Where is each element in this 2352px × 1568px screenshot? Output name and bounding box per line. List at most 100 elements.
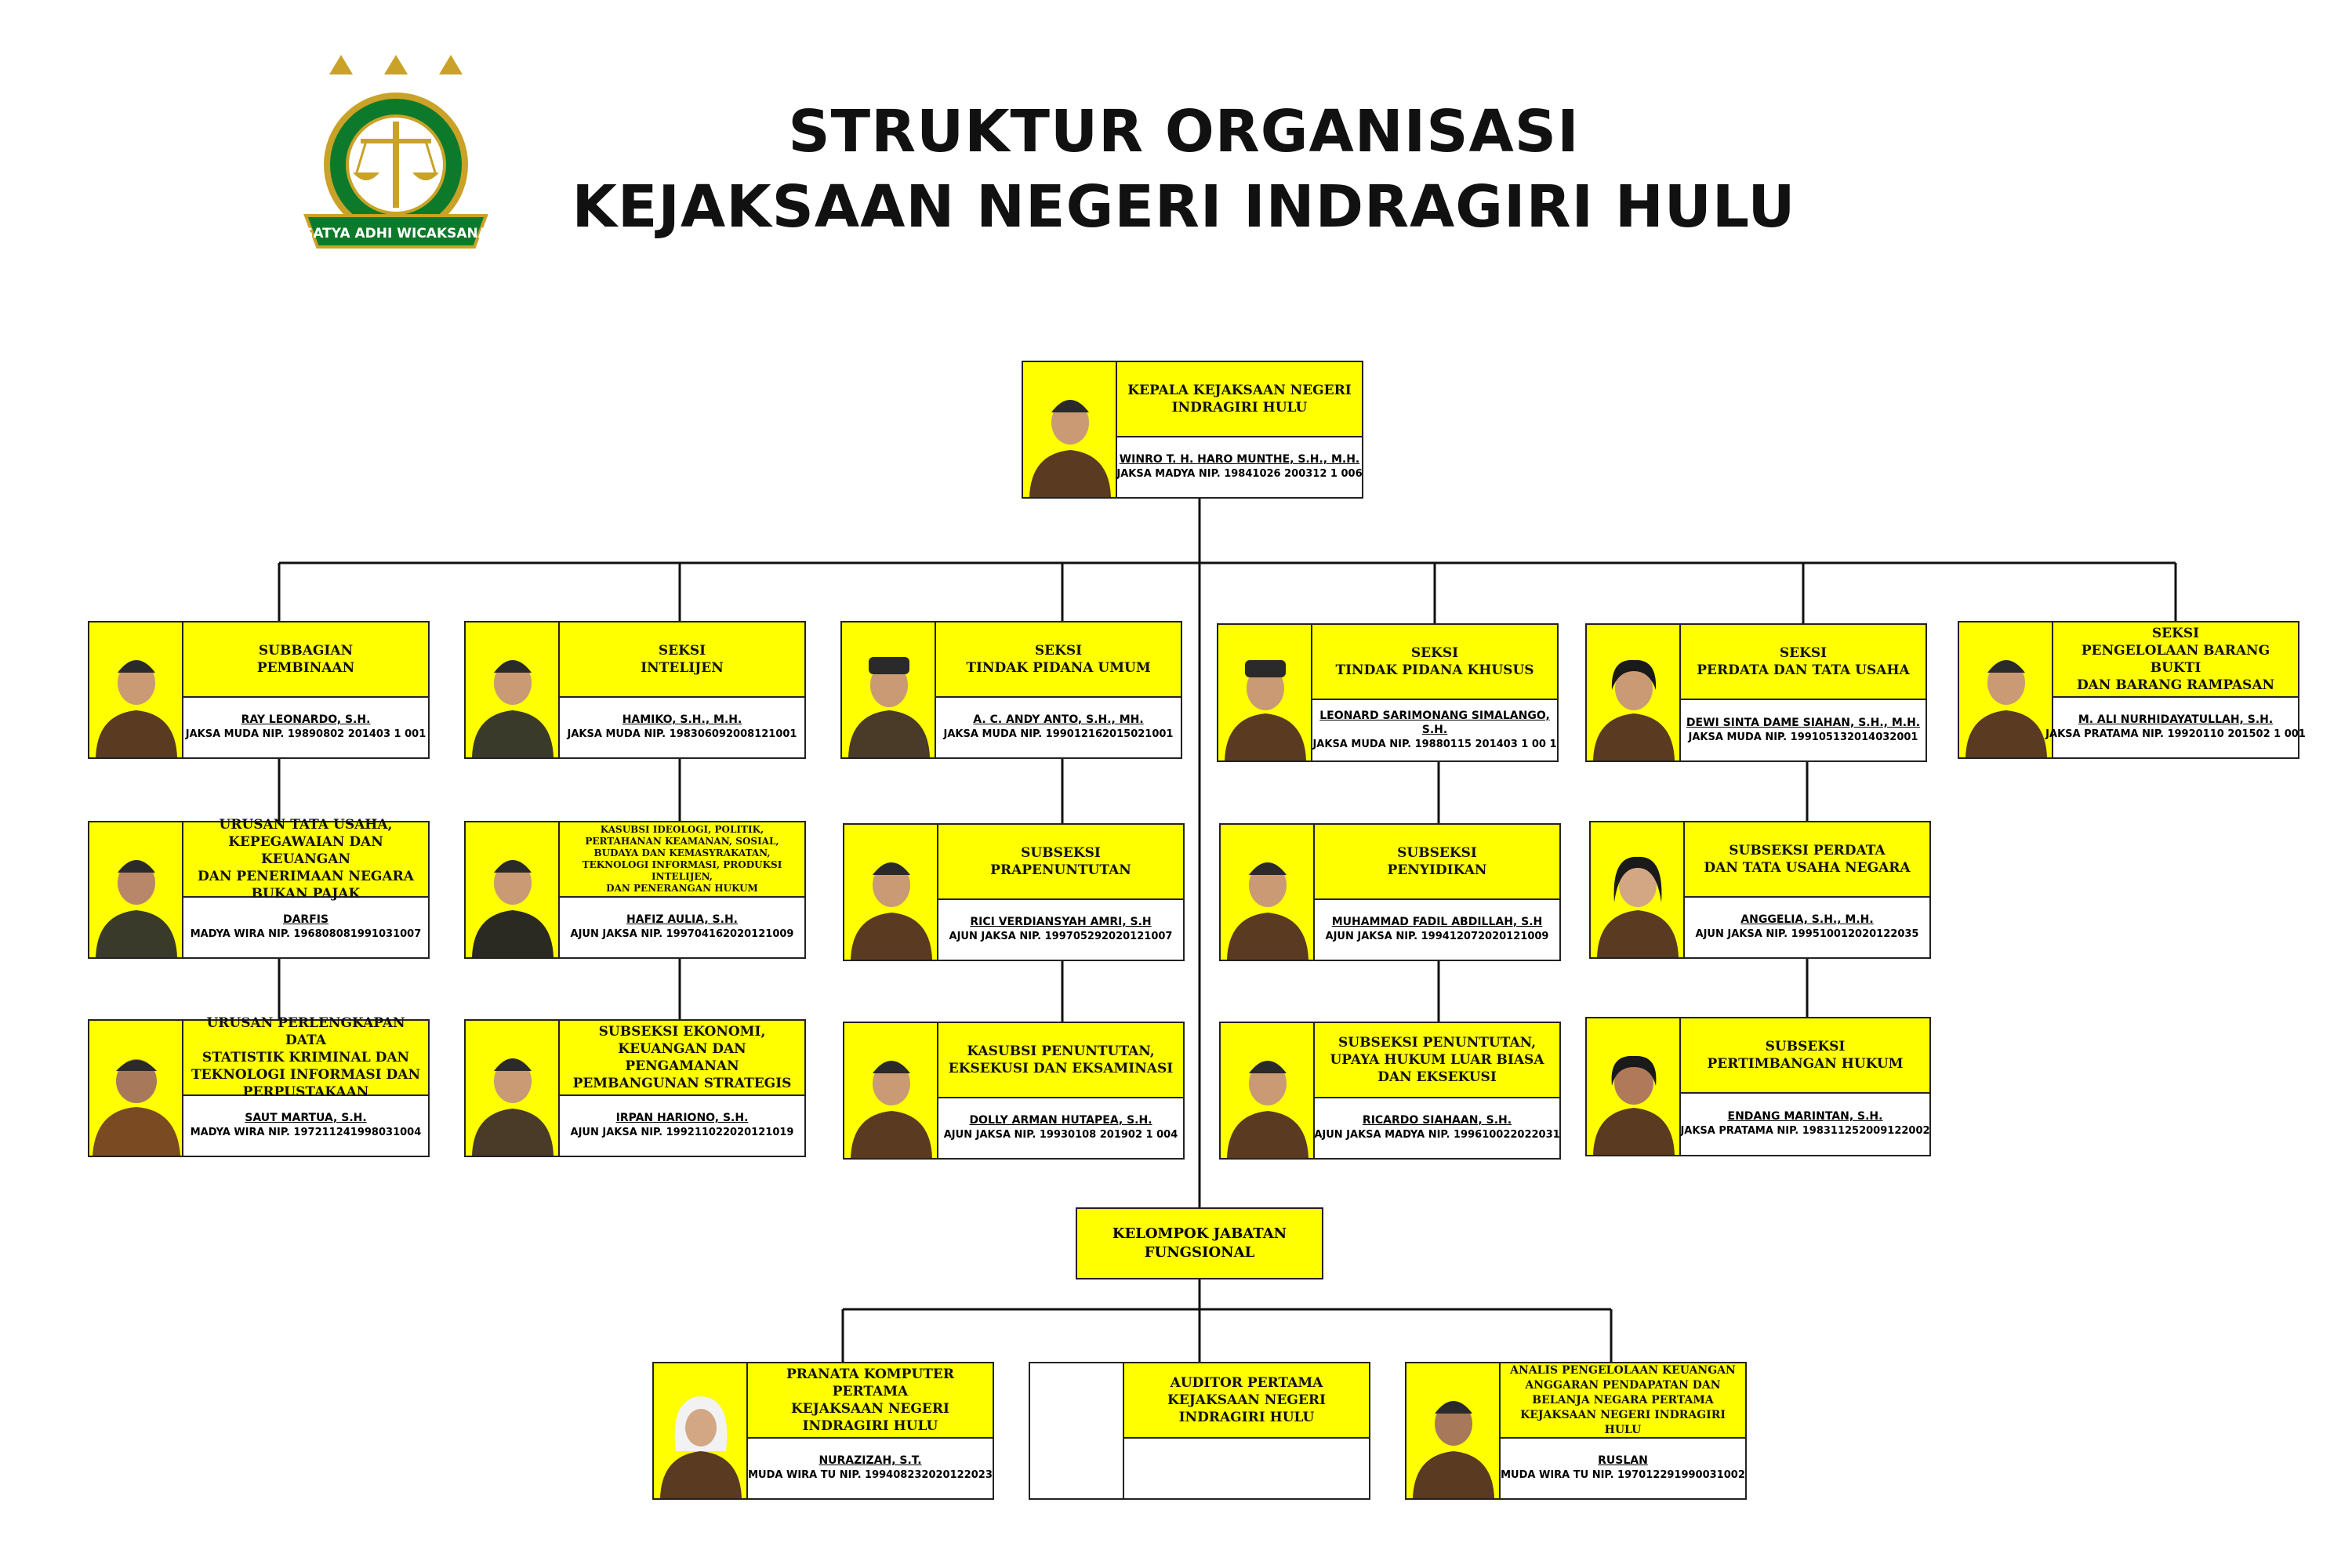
person-name: NURAZIZAH, S.T.	[818, 1454, 922, 1467]
person-name: A. C. ANDY ANTO, S.H., MH.	[973, 713, 1144, 726]
portrait	[654, 1363, 748, 1498]
node-title: SUBBAGIAN PEMBINAAN	[183, 622, 428, 698]
node-upaya-hukum: SUBSEKSI PENUNTUTAN, UPAYA HUKUM LUAR BI…	[1219, 1022, 1561, 1160]
node-title: SUBSEKSI PENYIDIKAN	[1315, 825, 1559, 900]
portrait	[842, 622, 936, 757]
node-kepala: KEPALA KEJAKSAAN NEGERI INDRAGIRI HULU W…	[1022, 361, 1363, 499]
person-name: WINRO T. H. HARO MUNTHE, S.H., M.H.	[1119, 453, 1360, 466]
person-name: HAMIKO, S.H., M.H.	[622, 713, 742, 726]
person-nip: JAKSA MADYA NIP. 19841026 200312 1 006	[1116, 468, 1363, 480]
person-name: RUSLAN	[1598, 1454, 1648, 1467]
node-title: SUBSEKSI PRAPENUNTUTAN	[938, 825, 1183, 900]
node-title: URUSAN PERLENGKAPAN DATA STATISTIK KRIMI…	[183, 1015, 428, 1100]
node-title: PRANATA KOMPUTER PERTAMA KEJAKSAAN NEGER…	[748, 1363, 993, 1439]
person-nip: AJUN JAKSA NIP. 199211022020121019	[570, 1127, 794, 1138]
person-nip: JAKSA MUDA NIP. 199105132014032001	[1688, 731, 1918, 743]
portrait	[1221, 1023, 1315, 1158]
portrait	[1406, 1363, 1501, 1498]
node-ekonomi: SUBSEKSI EKONOMI, KEUANGAN DAN PENGAMANA…	[464, 1019, 806, 1157]
portrait	[466, 822, 560, 957]
person-name: RAY LEONARDO, S.H.	[241, 713, 371, 726]
node-title: SUBSEKSI PENUNTUTAN, UPAYA HUKUM LUAR BI…	[1315, 1023, 1559, 1098]
node-pidsus: SEKSI TINDAK PIDANA KHUSUS LEONARD SARIM…	[1217, 623, 1559, 762]
node-title: SUBSEKSI PERTIMBANGAN HUKUM	[1681, 1018, 1929, 1094]
person-nip: AJUN JAKSA NIP. 19930108 201902 1 004	[943, 1129, 1178, 1141]
node-auditor: AUDITOR PERTAMA KEJAKSAAN NEGERI INDRAGI…	[1029, 1362, 1370, 1500]
node-title: KEPALA KEJAKSAAN NEGERI INDRAGIRI HULU	[1117, 362, 1362, 437]
portrait	[466, 1021, 560, 1156]
node-title: KASUBSI PENUNTUTAN, EKSEKUSI DAN EKSAMIN…	[938, 1023, 1183, 1098]
portrait	[1587, 1018, 1681, 1155]
person-name: DARFIS	[282, 913, 329, 926]
person-nip: JAKSA MUDA NIP. 19880115 201403 1 00 1	[1312, 738, 1557, 750]
node-kasubsi-ideologi: KASUBSI IDEOLOGI, POLITIK, PERTAHANAN KE…	[464, 821, 806, 959]
portrait	[1218, 625, 1312, 760]
person-nip: AJUN JAKSA NIP. 199705292020121007	[949, 931, 1173, 942]
person-name: DEWI SINTA DAME SIAHAN, S.H., M.H.	[1686, 716, 1921, 729]
portrait	[1959, 622, 2053, 757]
person-nip: JAKSA PRATAMA NIP. 198311252009122002	[1680, 1125, 1930, 1137]
node-fungsional: KELOMPOK JABATAN FUNGSIONAL	[1076, 1207, 1323, 1279]
person-name: SAUT MARTUA, S.H.	[245, 1112, 367, 1124]
person-name: ENDANG MARINTAN, S.H.	[1727, 1110, 1883, 1123]
node-title: URUSAN TATA USAHA, KEPEGAWAIAN DAN KEUAN…	[183, 817, 428, 902]
node-subseksi-perdata: SUBSEKSI PERDATA DAN TATA USAHA NEGARA A…	[1589, 821, 1931, 959]
logo-motto: SATYA ADHI WICAKSANA	[303, 226, 489, 241]
node-title: ANALIS PENGELOLAAN KEUANGAN ANGGARAN PEN…	[1501, 1363, 1745, 1439]
node-pbb: SEKSI PENGELOLAAN BARANG BUKTI DAN BARAN…	[1958, 621, 2306, 759]
portrait	[1591, 822, 1685, 957]
portrait	[844, 1023, 938, 1158]
person-name: RICI VERDIANSYAH AMRI, S.H	[970, 916, 1152, 928]
node-prapenuntutan: SUBSEKSI PRAPENUNTUTAN RICI VERDIANSYAH …	[843, 823, 1185, 961]
portrait	[89, 622, 183, 757]
portrait	[844, 825, 938, 960]
node-title: SEKSI TINDAK PIDANA UMUM	[936, 622, 1181, 698]
node-pranata: PRANATA KOMPUTER PERTAMA KEJAKSAAN NEGER…	[652, 1362, 994, 1500]
node-analis: ANALIS PENGELOLAAN KEUANGAN ANGGARAN PEN…	[1405, 1362, 1747, 1500]
portrait	[89, 1021, 183, 1156]
title-line-1: STRUKTUR ORGANISASI	[788, 98, 1580, 165]
portrait	[466, 622, 560, 757]
node-pembinaan: SUBBAGIAN PEMBINAAN RAY LEONARDO, S.H. JA…	[88, 621, 430, 759]
person-name: RICARDO SIAHAAN, S.H.	[1362, 1114, 1512, 1127]
person-nip: JAKSA MUDA NIP. 198306092008121001	[567, 728, 797, 740]
person-name: ANGGELIA, S.H., M.H.	[1740, 913, 1874, 926]
person-name: DOLLY ARMAN HUTAPEA, S.H.	[969, 1114, 1152, 1127]
node-pertimbangan: SUBSEKSI PERTIMBANGAN HUKUM ENDANG MARIN…	[1585, 1017, 1931, 1156]
person-nip: AJUN JAKSA NIP. 199510012020122035	[1695, 928, 1919, 940]
portrait	[1221, 825, 1315, 960]
person-name: IRPAN HARIONO, S.H.	[615, 1112, 749, 1124]
person-nip: MUDA WIRA TU NIP. 199408232020122023	[748, 1469, 993, 1481]
node-urusan-tu: URUSAN TATA USAHA, KEPEGAWAIAN DAN KEUAN…	[88, 817, 430, 959]
node-title: SEKSI PERDATA DAN TATA USAHA	[1681, 625, 1926, 700]
person-nip: JAKSA PRATAMA NIP. 19920110 201502 1 001	[2045, 728, 2306, 740]
portrait	[89, 822, 183, 957]
person-nip: MADYA WIRA NIP. 196808081991031007	[190, 928, 422, 940]
node-urusan-perlengkapan: URUSAN PERLENGKAPAN DATA STATISTIK KRIMI…	[88, 1015, 430, 1157]
person-nip: AJUN JAKSA NIP. 199704162020121009	[570, 928, 794, 940]
page-title: STRUKTUR ORGANISASI KEJAKSAAN NEGERI IND…	[439, 94, 1929, 245]
person-nip: AJUN JAKSA NIP. 199412072020121009	[1325, 931, 1549, 942]
portrait-placeholder	[1030, 1363, 1124, 1498]
portrait	[1023, 362, 1117, 497]
person-nip: JAKSA MUDA NIP. 199012162015021001	[943, 728, 1174, 740]
person-nip: MUDA WIRA TU NIP. 197012291990031002	[1501, 1469, 1745, 1481]
node-datun: SEKSI PERDATA DAN TATA USAHA DEWI SINTA …	[1585, 623, 1927, 762]
node-intelijen: SEKSI INTELIJEN HAMIKO, S.H., M.H. JAKSA …	[464, 621, 806, 759]
node-penyidikan: SUBSEKSI PENYIDIKAN MUHAMMAD FADIL ABDIL…	[1219, 823, 1561, 961]
portrait	[1587, 625, 1681, 760]
node-title: SEKSI INTELIJEN	[560, 622, 804, 698]
person-nip: JAKSA MUDA NIP. 19890802 201403 1 001	[185, 728, 426, 740]
title-line-2: KEJAKSAAN NEGERI INDRAGIRI HULU	[572, 173, 1796, 241]
node-title: AUDITOR PERTAMA KEJAKSAAN NEGERI INDRAGI…	[1124, 1363, 1369, 1439]
node-title: SEKSI TINDAK PIDANA KHUSUS	[1312, 625, 1557, 700]
node-title: SEKSI PENGELOLAAN BARANG BUKTI DAN BARAN…	[2053, 622, 2298, 698]
node-pidum: SEKSI TINDAK PIDANA UMUM A. C. ANDY ANTO…	[840, 621, 1182, 759]
node-title: KASUBSI IDEOLOGI, POLITIK, PERTAHANAN KE…	[560, 822, 804, 898]
node-title: SUBSEKSI PERDATA DAN TATA USAHA NEGARA	[1685, 822, 1929, 898]
person-nip: AJUN JAKSA MADYA NIP. 199610022022031	[1314, 1129, 1560, 1141]
node-title: SUBSEKSI EKONOMI, KEUANGAN DAN PENGAMANA…	[560, 1021, 804, 1096]
kejaksaan-emblem-icon: SATYA ADHI WICAKSANA	[290, 47, 502, 267]
person-name: HAFIZ AULIA, S.H.	[626, 913, 738, 926]
